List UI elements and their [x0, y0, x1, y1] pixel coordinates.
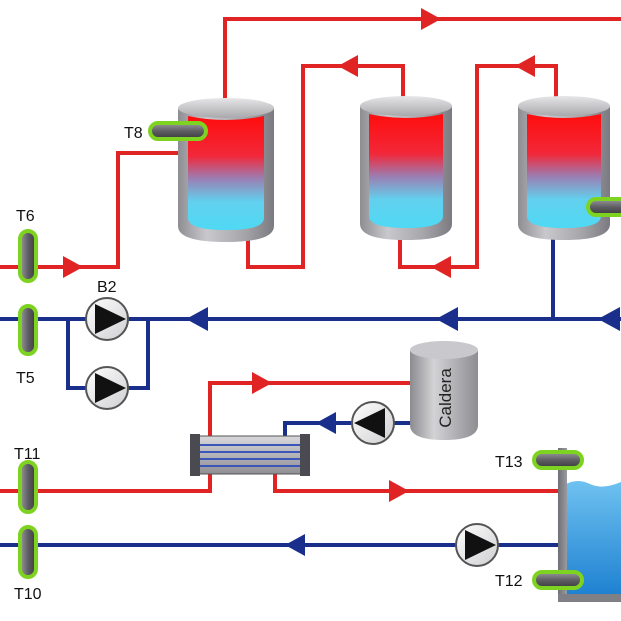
sensor-t5[interactable] [18, 304, 38, 356]
flow-arrow-right [421, 8, 441, 30]
sensor-t13[interactable] [532, 450, 584, 470]
hot-pipe-hx-to-tank [273, 470, 563, 493]
hot-pipe-tank2-to-tank3 [398, 64, 558, 269]
flow-arrow-left [316, 412, 336, 434]
label-t6: T6 [16, 208, 35, 225]
hot-pipe-t6-to-tank1 [0, 151, 190, 269]
storage-tank-2 [360, 96, 452, 240]
flow-arrow-left [338, 55, 358, 77]
pump-t10-line[interactable] [455, 523, 499, 567]
sensor-t10[interactable] [18, 525, 38, 579]
flow-arrow-right [63, 256, 83, 278]
pump-b2[interactable] [85, 297, 129, 341]
cold-flow-arrows [186, 307, 620, 556]
flow-arrow-left [598, 307, 620, 331]
sensor-t11[interactable] [18, 460, 38, 514]
boiler-caldera: Caldera [410, 341, 478, 440]
hot-pipe-top-supply [223, 17, 621, 100]
flow-arrow-right [252, 372, 272, 394]
label-t5: T5 [16, 370, 35, 387]
storage-tank-1 [178, 98, 274, 242]
sensor-t12[interactable] [532, 570, 584, 590]
flow-arrow-left [515, 55, 535, 77]
flow-arrow-right [389, 480, 409, 502]
flow-arrow-left [436, 307, 458, 331]
hot-pipe-tank1-to-tank2 [246, 64, 405, 269]
label-t8: T8 [124, 125, 143, 142]
label-t12: T12 [495, 573, 523, 590]
flow-arrow-left [431, 256, 451, 278]
storage-tank-3 [518, 96, 610, 240]
pump-b2-standby[interactable] [85, 366, 129, 410]
open-water-tank [558, 448, 621, 602]
plate-heat-exchanger [190, 434, 310, 476]
label-t10: T10 [14, 586, 42, 603]
hot-pipe-t11-to-hx [0, 474, 212, 493]
hot-water-pipes [0, 17, 621, 493]
caldera-label: Caldera [436, 368, 455, 428]
label-b2: B2 [97, 279, 117, 296]
hot-flow-arrows [63, 8, 535, 502]
sensor-t8[interactable] [148, 121, 208, 141]
hot-pipe-caldera-to-hx [208, 381, 418, 440]
label-t13: T13 [495, 454, 523, 471]
pump-caldera[interactable] [351, 401, 395, 445]
sensor-t6[interactable] [18, 229, 38, 283]
label-t11: T11 [14, 446, 40, 463]
flow-arrow-left [186, 307, 208, 331]
flow-arrow-left [285, 534, 305, 556]
sensor-tank3[interactable] [586, 197, 621, 217]
